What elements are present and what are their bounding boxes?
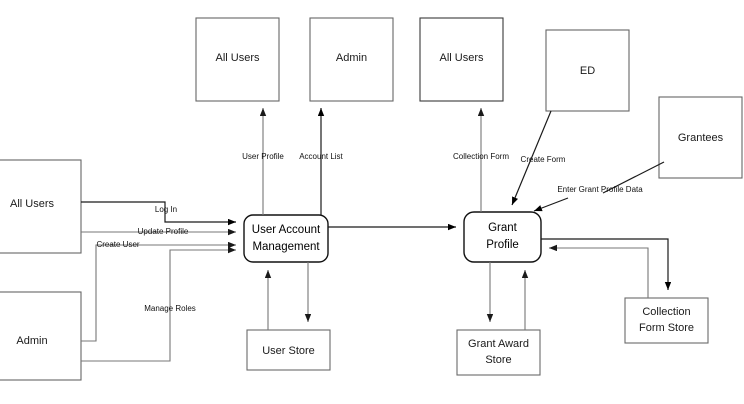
data-flow-manage-roles: Manage Roles [81, 246, 236, 362]
data-flow-label: Update Profile [138, 227, 189, 236]
data-flow-label: Log In [155, 205, 177, 214]
process-grant-profile[interactable]: Grant Profile [463, 211, 542, 263]
external-entity-label: Admin [16, 335, 47, 347]
data-flow-collection-form-store-read [549, 244, 649, 298]
data-flow-label: Manage Roles [144, 304, 196, 313]
external-entity-label: All Users [439, 52, 484, 64]
external-entity-ed[interactable]: ED [545, 29, 630, 112]
data-flow-collection-form: Collection Form [453, 108, 509, 212]
data-flow-label: Enter Grant Profile Data [557, 185, 643, 194]
process-label-line1: User Account [252, 224, 321, 236]
data-flow-create-user: Create User [81, 240, 236, 342]
grantees-connector [602, 161, 665, 194]
data-store-label-line2: Store [485, 354, 511, 366]
data-flow-label: Create User [96, 240, 139, 249]
external-entity-label: ED [580, 65, 595, 77]
data-flow-log-in: Log In [81, 201, 236, 226]
data-flow-label: Collection Form [453, 152, 509, 161]
data-flow-collection-form-store-write [541, 238, 672, 290]
process-label-line1: Grant [488, 222, 518, 234]
process-label-line2: Management [252, 241, 320, 253]
process-label-line2: Profile [486, 239, 519, 251]
data-store-label-line1: Grant Award [468, 338, 529, 350]
external-entity-grantees[interactable]: Grantees [658, 96, 743, 179]
external-entity-label: Grantees [678, 132, 724, 144]
data-flow-account-list: Account List [299, 108, 344, 215]
data-store-label-line2: Form Store [639, 322, 694, 334]
external-entity-label: All Users [10, 198, 55, 210]
data-store-collection-form-store[interactable]: Collection Form Store [624, 297, 709, 344]
data-store-label-line1: User Store [262, 345, 315, 357]
external-entity-label: All Users [215, 52, 260, 64]
data-flow-user-profile: User Profile [242, 108, 284, 215]
external-entity-all-users-top-right[interactable]: All Users [419, 17, 504, 102]
data-flow-label: User Profile [242, 152, 284, 161]
data-store-label-line1: Collection [642, 306, 690, 318]
data-flow-label: Create Form [521, 155, 566, 164]
external-entity-admin-left[interactable]: Admin [0, 291, 82, 381]
process-user-account-management[interactable]: User Account Management [243, 214, 329, 263]
external-entity-label: Admin [336, 52, 367, 64]
data-flow-label: Account List [299, 152, 343, 161]
data-flow-create-form: Create Form [511, 110, 566, 206]
data-store-grant-award-store[interactable]: Grant Award Store [456, 329, 541, 376]
data-store-user-store[interactable]: User Store [246, 329, 331, 371]
external-entity-admin-top[interactable]: Admin [309, 17, 394, 102]
external-entity-all-users-left[interactable]: All Users [0, 159, 82, 254]
data-flow-enter-grant-profile-data: Enter Grant Profile Data [533, 161, 665, 212]
data-flow-update-profile: Update Profile [81, 227, 236, 236]
external-entity-all-users-top-left[interactable]: All Users [195, 17, 280, 102]
